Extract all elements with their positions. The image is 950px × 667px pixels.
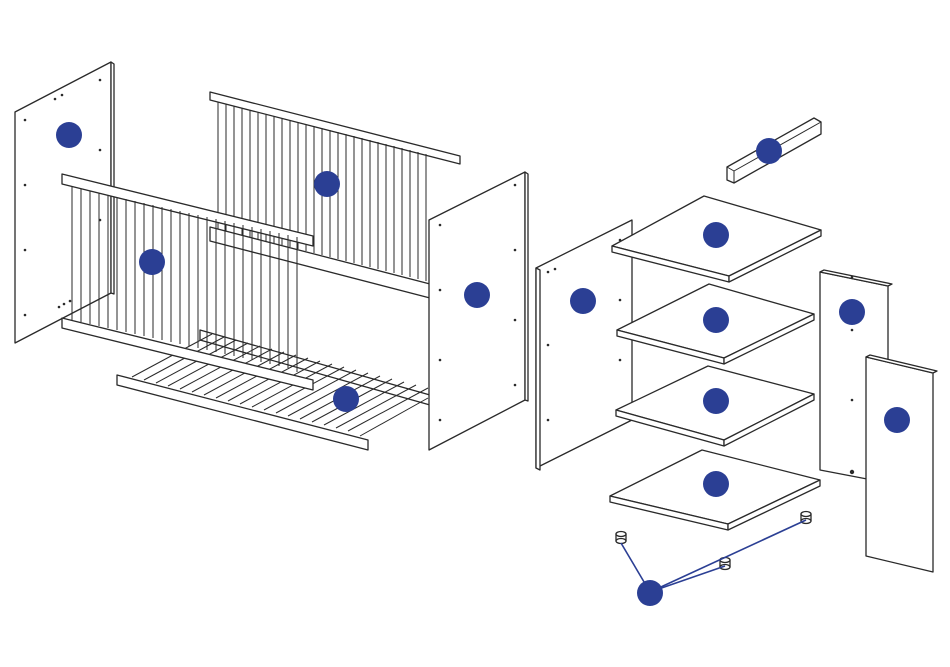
crib-back-rail [210, 92, 460, 298]
marker-dresser-right-side-panel[interactable] [839, 299, 865, 325]
marker-feet-set[interactable] [637, 580, 663, 606]
dresser-left-side-panel [536, 220, 632, 470]
marker-dresser-top-rail[interactable] [756, 138, 782, 164]
marker-dresser-lower-shelf[interactable] [703, 388, 729, 414]
marker-dresser-top-shelf[interactable] [703, 222, 729, 248]
marker-dresser-left-side-panel[interactable] [570, 288, 596, 314]
marker-dresser-back-panel[interactable] [884, 407, 910, 433]
crib-right-end-panel [429, 172, 528, 450]
marker-crib-back-rail[interactable] [314, 171, 340, 197]
marker-mattress-slat-base[interactable] [333, 386, 359, 412]
dresser-back-panel [866, 355, 937, 572]
marker-crib-right-end-panel[interactable] [464, 282, 490, 308]
marker-crib-left-end-panel[interactable] [56, 122, 82, 148]
marker-dresser-middle-shelf[interactable] [703, 307, 729, 333]
marker-dresser-bottom-shelf[interactable] [703, 471, 729, 497]
marker-crib-front-rail[interactable] [139, 249, 165, 275]
foot-1 [616, 532, 626, 544]
